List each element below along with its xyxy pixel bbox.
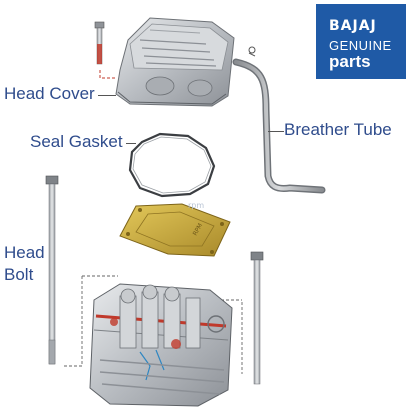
cylinder-head-icon xyxy=(89,283,233,407)
head-cover-icon xyxy=(115,17,235,107)
tube-clip-icon xyxy=(248,46,256,57)
label-breather-tube: Breather Tube xyxy=(284,120,392,139)
brand-line3: parts xyxy=(329,52,371,71)
leader-breather-tube xyxy=(268,131,284,132)
cover-bolt-icon xyxy=(94,21,105,65)
bajaj-genuine-parts-logo: BAJAJ GENUINE parts xyxy=(316,4,406,79)
label-head-cover: Head Cover xyxy=(4,84,95,103)
head-bolt-right-icon xyxy=(250,251,264,385)
brand-line2: GENUINE xyxy=(329,38,392,53)
watermark-text: rpm xyxy=(188,201,204,210)
bolt-leader-line xyxy=(99,70,116,79)
leader-seal-gasket xyxy=(126,143,136,144)
label-head-bolt-line1: Head xyxy=(4,243,45,262)
leader-head-cover xyxy=(98,95,116,96)
plate-gasket-icon: RPM xyxy=(119,203,231,257)
label-head-bolt-line2: Bolt xyxy=(4,265,34,284)
head-bolt-left-icon xyxy=(45,175,59,365)
label-seal-gasket: Seal Gasket xyxy=(30,132,123,151)
seal-gasket-icon xyxy=(128,132,216,198)
brand-name: BAJAJ xyxy=(329,18,377,34)
